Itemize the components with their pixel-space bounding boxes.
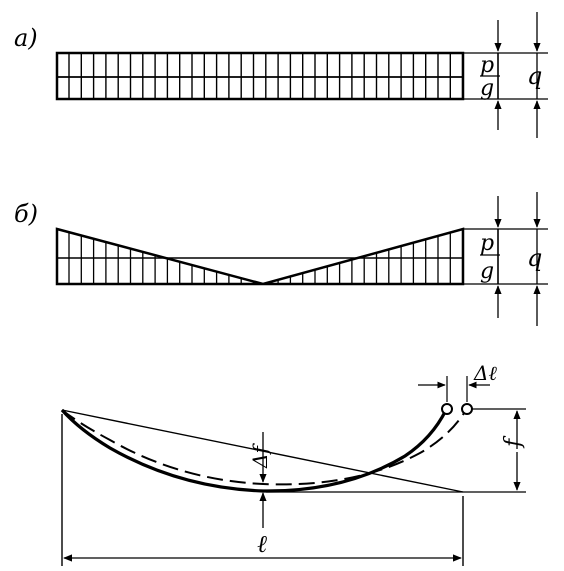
- panel-a-label-g: g: [480, 76, 494, 101]
- panel-a-label-q: q: [527, 62, 542, 90]
- label-l: ℓ: [257, 530, 267, 558]
- uniform-load-hatching: [68, 53, 464, 99]
- cable-curve-deflected: [61, 409, 467, 486]
- label-f: f: [501, 435, 526, 449]
- panel-a-tag: а): [14, 24, 38, 52]
- panel-b-tag: б): [14, 200, 38, 228]
- panel-b-label-p: p: [480, 231, 494, 256]
- panel-a-uniform-load: а) p g q: [14, 12, 548, 138]
- panel-c-cable-sag: Δℓ f Δf ℓ: [60, 361, 526, 566]
- label-delta-f: Δf: [248, 443, 272, 469]
- cable-curve-initial: [60, 408, 448, 493]
- triangular-load-hatching: [68, 229, 464, 284]
- support-hinge-displaced: [461, 403, 473, 415]
- panel-b-label-q: q: [527, 244, 542, 272]
- support-hinge-initial: [441, 403, 453, 415]
- panel-b-label-g: g: [480, 259, 494, 284]
- label-delta-l: Δℓ: [473, 361, 497, 385]
- panel-b-triangular-load: б) p g q: [14, 192, 548, 326]
- panel-a-label-p: p: [480, 53, 494, 78]
